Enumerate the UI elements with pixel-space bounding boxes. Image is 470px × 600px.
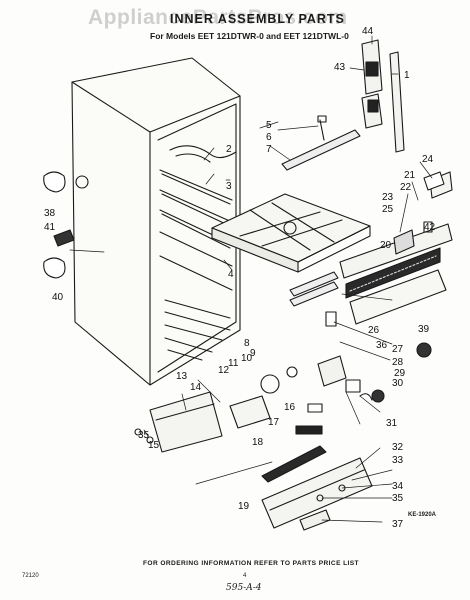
callout-3: 3 <box>226 181 232 192</box>
callout-39: 39 <box>418 324 430 335</box>
shelf-assembly <box>211 193 371 273</box>
callout-20: 20 <box>380 240 392 251</box>
callout-9: 9 <box>250 348 256 359</box>
callout-17: 17 <box>268 417 280 428</box>
small-parts <box>325 171 445 401</box>
callout-2: 2 <box>226 144 232 155</box>
drawer-parts <box>261 457 373 531</box>
crisper-rails <box>289 271 339 307</box>
callout-43: 43 <box>334 62 346 73</box>
leader-lines <box>69 35 433 523</box>
callout-32: 32 <box>392 442 404 453</box>
long-rail <box>261 445 327 483</box>
callout-36: 36 <box>376 340 388 351</box>
callout-8: 8 <box>244 338 250 349</box>
callout-4: 4 <box>228 269 234 280</box>
callout-14: 14 <box>190 382 202 393</box>
callout-10: 10 <box>241 353 253 364</box>
callout-27: 27 <box>392 344 404 355</box>
callout-35: 35 <box>392 493 404 504</box>
callout-38: 38 <box>44 208 56 219</box>
callout-30: 30 <box>392 378 404 389</box>
callout-41: 41 <box>44 222 56 233</box>
model-subtitle: For Models EET 121DTWR-0 and EET 121DTWL… <box>150 31 349 41</box>
vertical-strips <box>361 39 405 153</box>
callout-29: 29 <box>394 368 406 379</box>
callout-33: 33 <box>392 455 404 466</box>
callout-18: 18 <box>252 437 264 448</box>
callout-16: 16 <box>284 402 296 413</box>
ordering-footer: FOR ORDERING INFORMATION REFER TO PARTS … <box>143 560 359 567</box>
callout-22: 22 <box>400 182 412 193</box>
document-number: 72120 <box>22 573 39 579</box>
callout-42: 42 <box>424 222 436 233</box>
callout-11: 11 <box>228 358 239 369</box>
callout-21: 21 <box>404 170 416 181</box>
callout-31: 31 <box>386 418 398 429</box>
callout-34: 34 <box>392 481 404 492</box>
diagram-code: KE-1920A <box>408 512 437 518</box>
watermark: AppliancePartsPros.com <box>88 6 348 29</box>
callout-25: 25 <box>382 204 394 215</box>
top-trim <box>281 115 361 171</box>
cabinet-liner <box>71 57 241 386</box>
callout-6: 6 <box>266 132 272 143</box>
callout-5: 5 <box>266 120 272 131</box>
left-parts <box>43 171 89 279</box>
callout-7: 7 <box>266 144 272 155</box>
side-rail <box>339 171 453 325</box>
callout-15: 15 <box>148 440 160 451</box>
light-assembly <box>229 355 385 435</box>
page-number: 4 <box>243 573 247 579</box>
callout-40: 40 <box>52 292 64 303</box>
callout-35-left: 35 <box>138 430 150 441</box>
callout-24: 24 <box>422 154 434 165</box>
callout-labels: 1 2 3 4 5 6 7 8 9 10 11 12 13 14 15 16 1… <box>44 26 436 530</box>
callout-26: 26 <box>368 325 380 336</box>
page-title: INNER ASSEMBLY PARTS <box>170 12 345 26</box>
callout-23: 23 <box>382 192 394 203</box>
callout-44: 44 <box>362 26 374 37</box>
handwritten-note: 595-A-4 <box>226 583 262 593</box>
callout-13: 13 <box>176 371 188 382</box>
callout-1: 1 <box>404 70 410 81</box>
callout-12: 12 <box>218 365 230 376</box>
callout-37: 37 <box>392 519 404 530</box>
callout-19: 19 <box>238 501 250 512</box>
callout-28: 28 <box>392 357 404 368</box>
lower-brackets <box>134 391 223 453</box>
